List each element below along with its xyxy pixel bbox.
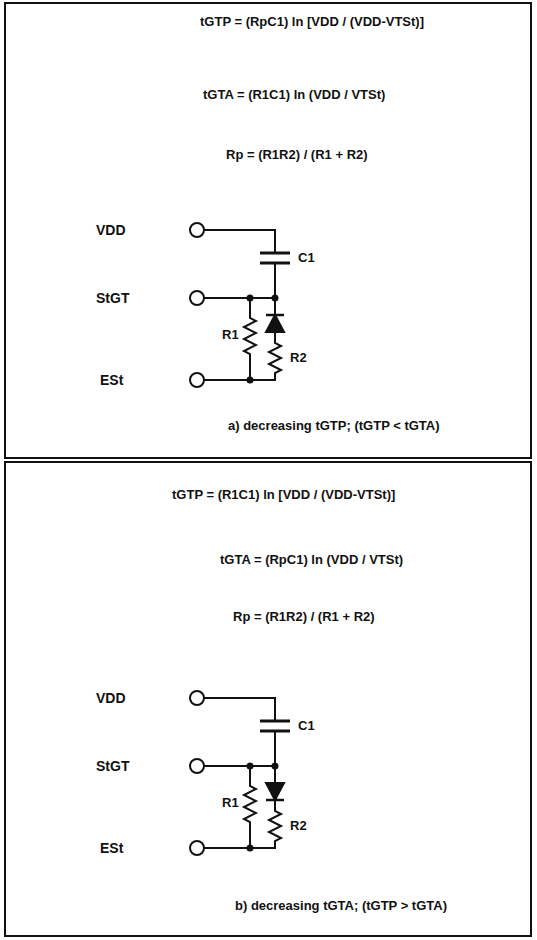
- pin-name: StGT: [96, 290, 129, 306]
- part-name: C1: [298, 718, 315, 734]
- part-name: R2: [290, 818, 307, 834]
- part-name: R1: [222, 327, 239, 343]
- part-name: R1: [222, 795, 239, 811]
- formula-text: Rp = (R1R2) / (R1 + R2): [233, 609, 375, 625]
- pin-name: ESt: [100, 372, 123, 388]
- formula-text: tGTP = (R1C1) ln [VDD / (VDD-VTSt)]: [172, 487, 395, 503]
- pin-name: StGT: [96, 758, 129, 774]
- part-name: C1: [298, 250, 315, 266]
- panel-frame: [5, 3, 531, 458]
- caption-text: a) decreasing tGTP; (tGTP < tGTA): [228, 418, 440, 434]
- pin-name: VDD: [96, 690, 126, 706]
- schematic: [190, 691, 290, 855]
- formula-text: tGTA = (R1C1) ln (VDD / VTSt): [203, 87, 385, 103]
- caption-text: b) decreasing tGTA; (tGTP > tGTA): [235, 898, 447, 914]
- formula-text: tGTP = (RpC1) ln [VDD / (VDD-VTSt)]: [200, 14, 424, 30]
- formula-text: Rp = (R1R2) / (R1 + R2): [226, 147, 368, 163]
- schematic: [190, 223, 290, 387]
- formula-text: tGTA = (RpC1) ln (VDD / VTSt): [220, 552, 403, 568]
- pin-name: VDD: [96, 222, 126, 238]
- panel-frame: [5, 462, 531, 936]
- pin-name: ESt: [100, 840, 123, 856]
- part-name: R2: [290, 350, 307, 366]
